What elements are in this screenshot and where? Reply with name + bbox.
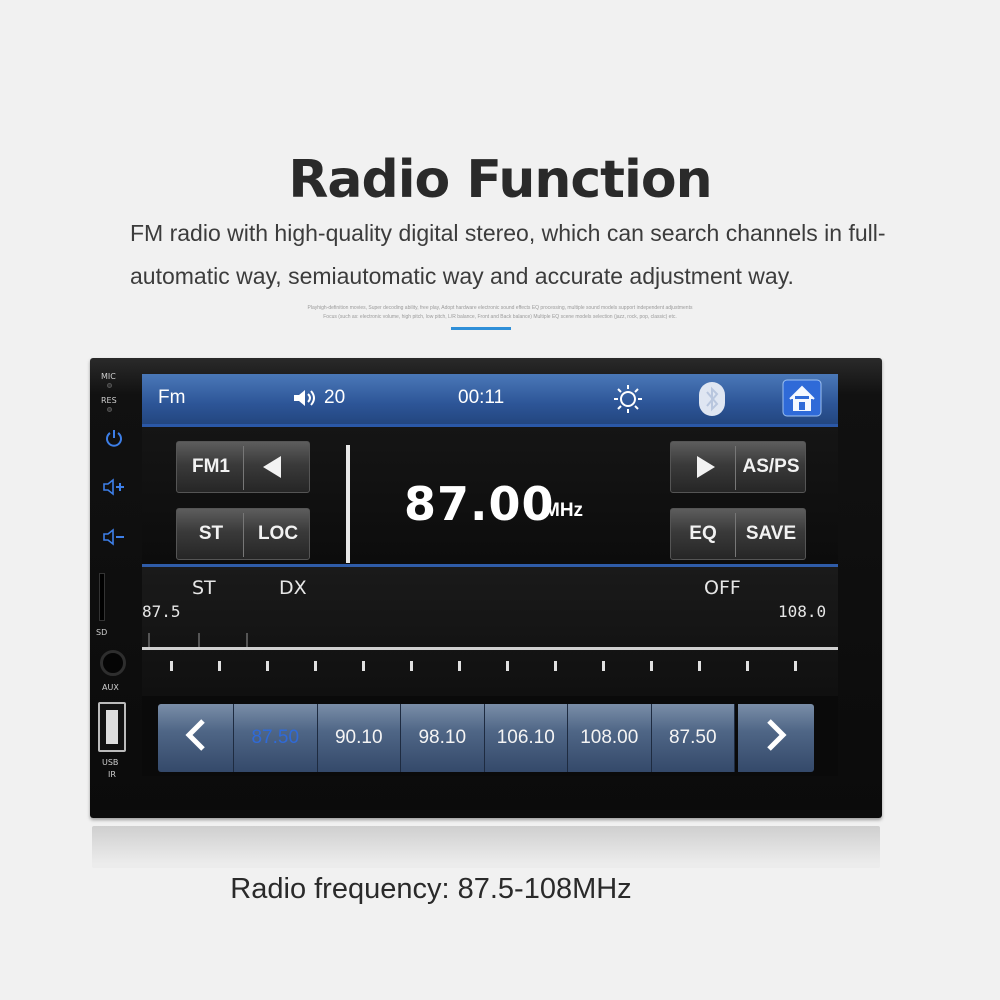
off-indicator: OFF — [704, 577, 741, 599]
tuner-tick — [314, 661, 317, 671]
panel-divider-line — [142, 564, 838, 567]
preset-label: 87.50 — [251, 727, 300, 748]
aux-jack[interactable] — [100, 650, 126, 676]
status-bar: Fm 20 00:11 — [142, 374, 838, 424]
stereo-indicator: ST — [192, 577, 216, 599]
tuner-scale[interactable]: ST DX OFF 87.5 108.0 — [142, 567, 838, 696]
tuner-tick — [794, 661, 797, 671]
tuner-marker — [246, 633, 248, 647]
tuner-tick — [746, 661, 749, 671]
dx-indicator: DX — [279, 577, 307, 599]
tuner-tick — [362, 661, 365, 671]
eq-save-group: EQ SAVE — [670, 508, 806, 560]
status-bar-underline — [142, 424, 838, 427]
as-ps-button[interactable]: AS/PS — [742, 456, 800, 477]
band-seek-back-group: FM1 — [176, 441, 310, 493]
clock: 00:11 — [458, 387, 505, 408]
tuner-tick — [458, 661, 461, 671]
preset-label: 90.10 — [334, 727, 383, 748]
car-stereo-device: MIC RES SD AUX USB IR Fm 20 00:11 — [90, 358, 882, 818]
tuner-tick — [602, 661, 605, 671]
loc-button[interactable]: LOC — [257, 523, 299, 544]
tuner-tick — [170, 661, 173, 671]
preset-label: 106.10 — [496, 727, 555, 748]
st-button[interactable]: ST — [198, 523, 224, 544]
button-divider — [243, 513, 244, 557]
home-icon[interactable] — [782, 379, 822, 423]
power-icon[interactable] — [104, 428, 124, 453]
tuner-marker — [198, 633, 200, 647]
tuner-tick — [266, 661, 269, 671]
preset-label: 98.10 — [418, 727, 467, 748]
frequency-unit: MHz — [544, 500, 584, 521]
res-label: RES — [101, 396, 117, 405]
speaker-icon[interactable] — [292, 389, 318, 413]
radio-screen: Fm 20 00:11 FM1 — [142, 374, 838, 776]
tuner-tick — [554, 661, 557, 671]
preset-button[interactable]: 108.00 — [568, 704, 652, 772]
aux-label: AUX — [102, 683, 119, 692]
mic-label: MIC — [101, 372, 116, 381]
button-divider — [735, 513, 736, 557]
device-reflection — [92, 826, 880, 868]
preset-label: 108.00 — [580, 727, 639, 748]
volume-up-icon[interactable] — [102, 478, 126, 501]
frequency-caption: Radio frequency: 87.5-108MHz — [230, 873, 632, 905]
control-panel: FM1 ST LOC 87.00 MHz AS/PS — [142, 427, 838, 564]
tuner-tick — [410, 661, 413, 671]
preset-prev-button[interactable] — [158, 704, 234, 772]
fine-print-line-2: Focus (such as: electronic volume, high … — [323, 314, 677, 320]
preset-button[interactable]: 87.50 — [651, 704, 735, 772]
preset-button[interactable]: 87.50 — [234, 704, 318, 772]
seek-forward-icon[interactable] — [693, 454, 717, 486]
fine-print: Playhigh-definition movies, Super decodi… — [250, 304, 750, 322]
preset-button[interactable]: 98.10 — [401, 704, 485, 772]
tuner-tick — [506, 661, 509, 671]
save-button[interactable]: SAVE — [745, 523, 797, 544]
preset-button[interactable]: 106.10 — [484, 704, 568, 772]
source-label: Fm — [158, 387, 186, 408]
preset-label: 87.50 — [668, 727, 717, 748]
usb-label: USB — [102, 758, 119, 767]
sd-card-slot[interactable] — [99, 573, 105, 621]
st-loc-group: ST LOC — [176, 508, 310, 560]
seek-forward-asps-group: AS/PS — [670, 441, 806, 493]
usb-port[interactable] — [98, 702, 126, 752]
band-button[interactable]: FM1 — [192, 456, 230, 477]
preset-bar: 87.50 90.10 98.10 106.10 108.00 87.50 — [158, 704, 814, 772]
mic-hole — [107, 383, 112, 388]
preset-button[interactable]: 90.10 — [317, 704, 401, 772]
scale-max-label: 108.0 — [778, 602, 827, 621]
volume-level: 20 — [324, 387, 346, 408]
frequency-display: 87.00 — [404, 477, 555, 531]
reset-button[interactable] — [107, 407, 112, 412]
bluetooth-icon[interactable] — [698, 381, 726, 423]
frequency-divider-bar — [346, 445, 350, 563]
chevron-left-icon — [183, 718, 209, 758]
button-divider — [735, 446, 736, 490]
page-title: Radio Function — [288, 150, 712, 210]
accent-divider — [451, 327, 511, 330]
brightness-icon[interactable] — [612, 383, 644, 421]
preset-next-button[interactable] — [738, 704, 814, 772]
button-divider — [243, 446, 244, 490]
tuner-tick — [650, 661, 653, 671]
tuner-tick — [218, 661, 221, 671]
chevron-right-icon — [763, 718, 789, 758]
scale-min-label: 87.5 — [142, 602, 181, 621]
volume-down-icon[interactable] — [102, 528, 126, 551]
ir-label: IR — [108, 770, 116, 779]
sd-label: SD — [96, 628, 108, 637]
eq-button[interactable]: EQ — [689, 523, 717, 544]
description: FM radio with high-quality digital stere… — [130, 220, 886, 289]
tuner-baseline — [142, 647, 838, 650]
seek-back-icon[interactable] — [261, 454, 285, 486]
tuner-tick — [698, 661, 701, 671]
fine-print-line-1: Playhigh-definition movies, Super decodi… — [307, 305, 693, 311]
tuner-marker — [148, 633, 150, 647]
